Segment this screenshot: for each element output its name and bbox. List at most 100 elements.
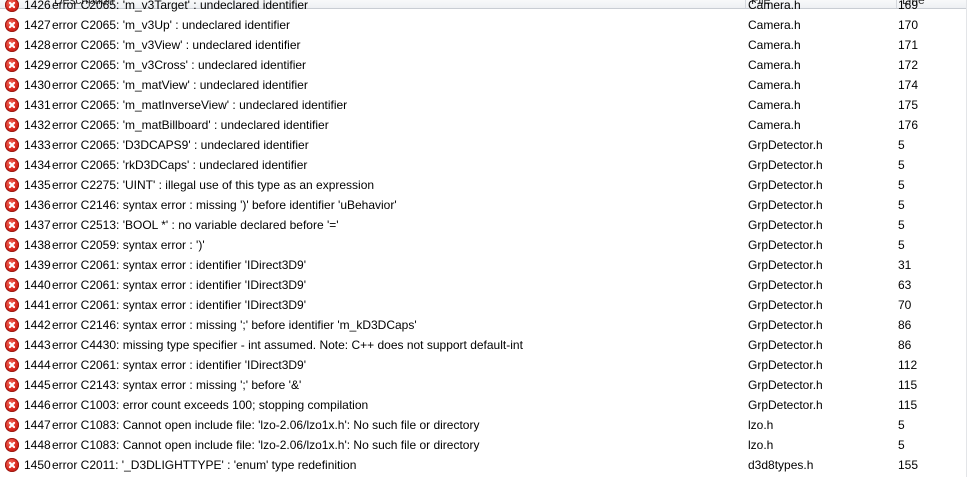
- error-icon: [5, 58, 19, 72]
- error-line: 5: [898, 138, 905, 152]
- error-number: 1436: [24, 198, 51, 212]
- error-line: 5: [898, 178, 905, 192]
- error-number: 1438: [24, 238, 51, 252]
- error-line: 170: [898, 18, 919, 32]
- error-description: error C2065: 'm_matInverseView' : undecl…: [52, 98, 348, 112]
- error-icon: [5, 458, 19, 472]
- error-file: Camera.h: [748, 38, 801, 52]
- error-file: Camera.h: [748, 118, 801, 132]
- error-line: 174: [898, 78, 919, 92]
- error-description: error C2065: 'm_v3Cross' : undeclared id…: [52, 58, 307, 72]
- error-number: 1429: [24, 58, 51, 72]
- error-line: 115: [898, 398, 918, 412]
- error-description: error C2065: 'm_matBillboard' : undeclar…: [52, 118, 329, 132]
- error-line: 86: [898, 318, 912, 332]
- error-icon: [5, 138, 19, 152]
- error-file: GrpDetector.h: [748, 378, 823, 392]
- error-file: GrpDetector.h: [748, 198, 823, 212]
- error-file: Camera.h: [748, 98, 801, 112]
- error-icon: [5, 258, 19, 272]
- error-number: 1441: [24, 298, 51, 312]
- error-line: 176: [898, 118, 919, 132]
- error-description: error C2011: '_D3DLIGHTTYPE' : 'enum' ty…: [52, 458, 357, 472]
- error-icon: [5, 338, 19, 352]
- error-file: Camera.h: [748, 78, 801, 92]
- error-description: error C2146: syntax error : missing ')' …: [52, 198, 397, 212]
- error-number: 1432: [24, 118, 51, 132]
- error-description: error C1083: Cannot open include file: '…: [52, 438, 480, 452]
- error-description: error C4430: missing type specifier - in…: [52, 338, 523, 352]
- column-header-file[interactable]: File: [745, 0, 770, 8]
- error-number: 1426: [24, 0, 51, 12]
- error-icon: [5, 18, 19, 32]
- error-number: 1442: [24, 318, 51, 332]
- error-icon: [5, 38, 19, 52]
- error-description: error C2065: 'm_v3Target' : undeclared i…: [52, 0, 309, 12]
- error-description: error C2061: syntax error : identifier '…: [52, 358, 307, 372]
- error-icon: [5, 218, 19, 232]
- error-file: Camera.h: [748, 18, 801, 32]
- error-icon: [5, 378, 19, 392]
- error-file: Camera.h: [748, 58, 801, 72]
- column-header-description[interactable]: Description: [48, 0, 114, 8]
- error-icon: [5, 278, 19, 292]
- error-line: 155: [898, 458, 919, 472]
- error-description: error C2275: 'UINT' : illegal use of thi…: [52, 178, 375, 192]
- error-file: GrpDetector.h: [748, 238, 823, 252]
- error-description: error C2061: syntax error : identifier '…: [52, 258, 307, 272]
- error-description: error C2065: 'm_matView' : undeclared id…: [52, 78, 308, 92]
- error-number: 1428: [24, 38, 51, 52]
- error-icon: [5, 298, 19, 312]
- error-description: error C2061: syntax error : identifier '…: [52, 298, 307, 312]
- error-line: 5: [898, 438, 905, 452]
- error-file: GrpDetector.h: [748, 398, 823, 412]
- error-description: error C2065: 'm_v3View' : undeclared ide…: [52, 38, 301, 52]
- error-icon: [5, 358, 19, 372]
- error-number: 1443: [24, 338, 51, 352]
- error-number: 1437: [24, 218, 51, 232]
- error-icon: [5, 0, 19, 12]
- error-number: 1445: [24, 378, 51, 392]
- error-icon: [5, 418, 19, 432]
- error-line: 5: [898, 158, 905, 172]
- error-file: GrpDetector.h: [748, 218, 823, 232]
- error-number: 1434: [24, 158, 51, 172]
- error-number: 1444: [24, 358, 51, 372]
- error-line: 5: [898, 198, 905, 212]
- error-line: 171: [898, 38, 919, 52]
- error-description: error C2065: 'm_v3Up' : undeclared ident…: [52, 18, 291, 32]
- error-description: error C2065: 'D3DCAPS9' : undeclared ide…: [52, 138, 309, 152]
- error-file: GrpDetector.h: [748, 178, 823, 192]
- error-file: lzo.h: [748, 438, 774, 452]
- error-description: error C2146: syntax error : missing ';' …: [52, 318, 417, 332]
- error-line: 5: [898, 238, 905, 252]
- error-number: 1450: [24, 458, 51, 472]
- column-header-line[interactable]: Line: [896, 0, 925, 8]
- error-description: error C2059: syntax error : ')': [52, 238, 205, 252]
- error-description: error C2513: 'BOOL *' : no variable decl…: [52, 218, 339, 232]
